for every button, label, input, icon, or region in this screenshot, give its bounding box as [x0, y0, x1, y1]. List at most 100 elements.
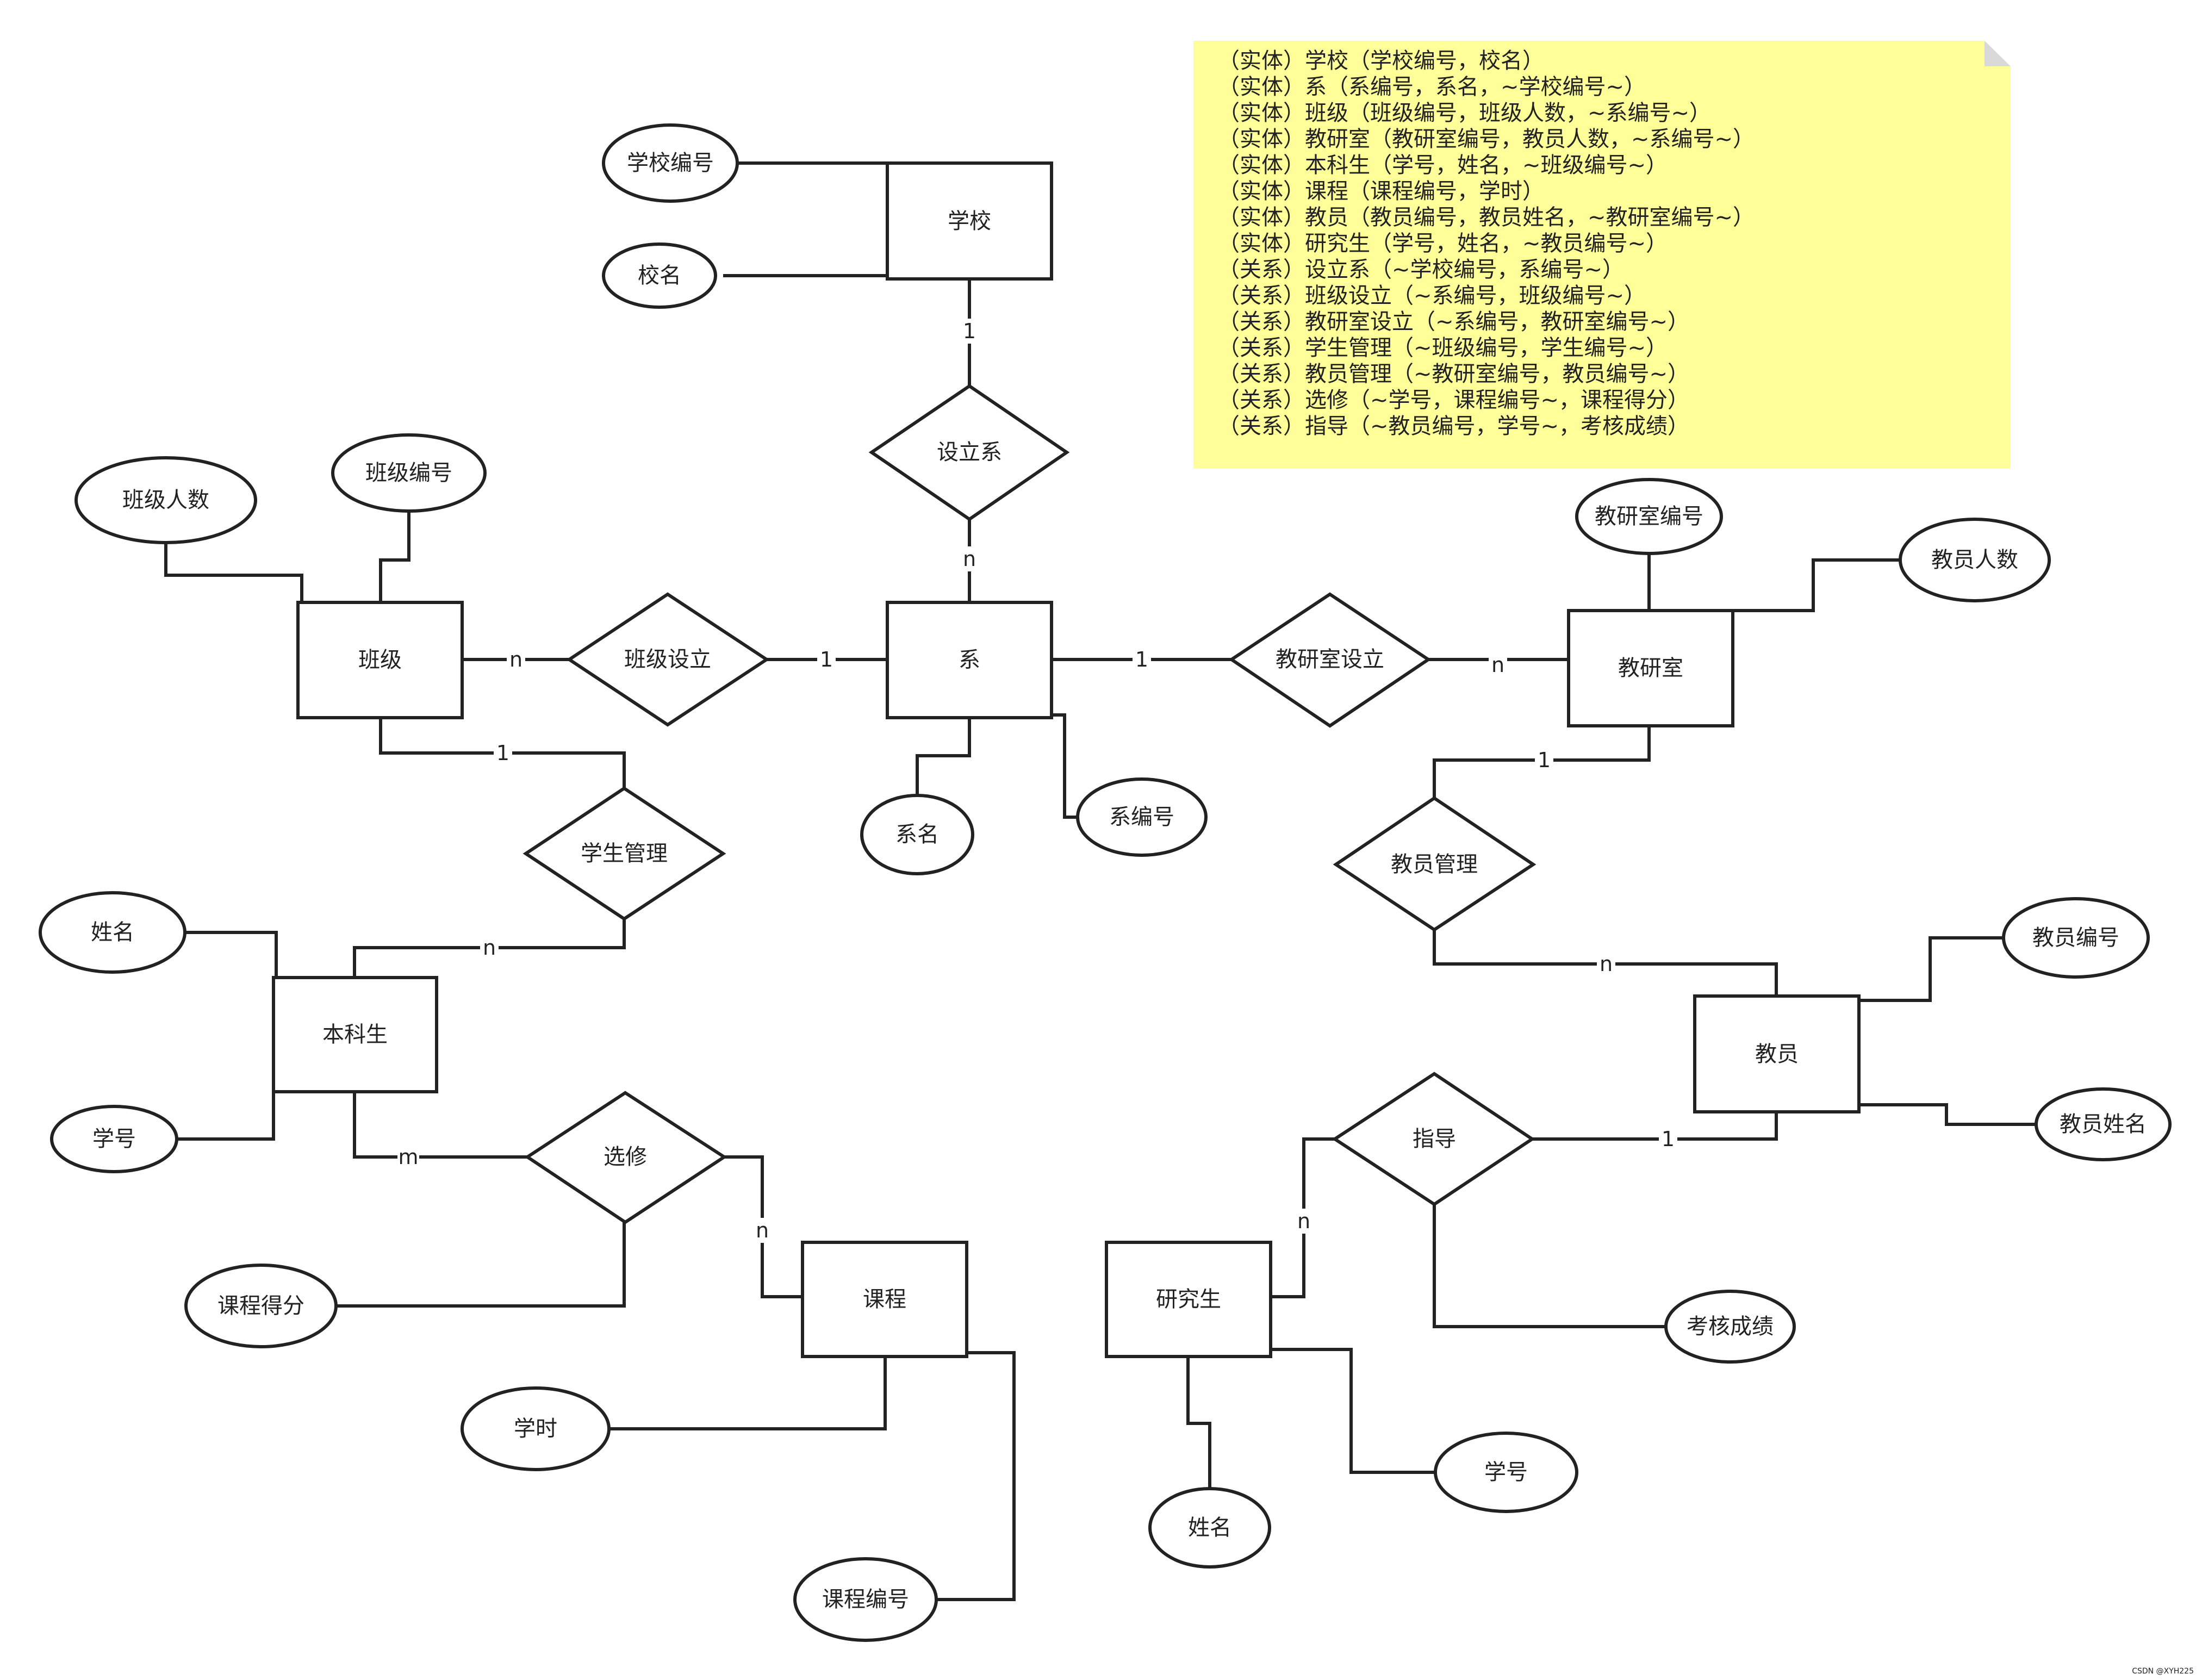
attribute-school-id-label: 学校编号	[627, 151, 714, 176]
connector-course-hours	[608, 1357, 887, 1430]
entity-class-label: 班级	[358, 648, 402, 673]
entity-department-label: 系	[959, 648, 980, 673]
attribute-teacher-name: 教员姓名	[2035, 1087, 2172, 1161]
connector-teacher-guidance	[1532, 1112, 1778, 1141]
entity-school: 学校	[886, 161, 1053, 281]
connector-grad-sid	[1271, 1348, 1435, 1474]
connector-dept-id	[1052, 713, 1078, 819]
relationship-elective-label: 选修	[604, 1144, 647, 1169]
relationship-elective: 选修	[524, 1091, 727, 1224]
note-line: （实体）系（系编号，系名，~学校编号~）	[1218, 74, 1646, 99]
connector-ug-name	[185, 931, 278, 978]
cardinality-setupoffice-office: n	[1491, 653, 1504, 677]
connector-ug-sid	[177, 1090, 275, 1141]
attribute-teacher-id: 教员编号	[2002, 897, 2150, 979]
connector-ug-elective	[353, 1093, 527, 1159]
note-background	[1193, 41, 2011, 469]
attribute-class-count: 班级人数	[74, 456, 257, 544]
entity-school-label: 学校	[948, 209, 991, 234]
cardinality-school-setup: 1	[963, 319, 976, 343]
note-line: （实体）教员（教员编号，教员姓名，~教研室编号~）	[1218, 205, 1755, 230]
relationships: 设立系 班级设立 教研室设立 学生管理 教员管理 选修 指导	[522, 384, 1537, 1224]
note-line: （关系）选修（~学号，课程编号~，课程得分）	[1218, 388, 1689, 413]
entity-teacher-label: 教员	[1755, 1042, 1799, 1067]
entity-teacher: 教员	[1693, 994, 1861, 1113]
attribute-class-count-label: 班级人数	[122, 488, 209, 513]
relationship-setup-office: 教研室设立	[1228, 592, 1432, 728]
entity-grad: 研究生	[1105, 1241, 1272, 1358]
attribute-school-id: 学校编号	[602, 123, 739, 203]
connector-dept-name	[916, 718, 971, 795]
entity-department: 系	[886, 601, 1053, 719]
cardinality-elective-course: n	[756, 1218, 769, 1242]
note-line: （关系）学生管理（~班级编号，学生编号~）	[1218, 335, 1668, 360]
relationship-setup-dept-label: 设立系	[937, 440, 1002, 465]
attribute-dept-id-label: 系编号	[1109, 805, 1174, 830]
attribute-ug-name: 姓名	[39, 891, 186, 974]
entity-office: 教研室	[1567, 609, 1734, 727]
attribute-dept-name-label: 系名	[895, 822, 939, 847]
connector-course-id	[935, 1351, 1016, 1601]
attribute-office-staff-count-label: 教员人数	[1931, 547, 2018, 573]
connector-grad-name	[1186, 1357, 1211, 1489]
note-line: （实体）学校（学校编号，校名）	[1218, 48, 1544, 73]
attribute-grad-name-label: 姓名	[1188, 1515, 1231, 1540]
cardinality-class-studentmgmt: 1	[496, 741, 509, 765]
note-line: （关系）指导（~教员编号，学号~，考核成绩）	[1218, 414, 1689, 439]
relationship-setup-class-label: 班级设立	[624, 647, 711, 672]
relationship-teacher-mgmt: 教员管理	[1333, 796, 1537, 932]
schema-note: （实体）学校（学校编号，校名） （实体）系（系编号，系名，~学校编号~） （实体…	[1193, 41, 2011, 469]
attribute-grad-name: 姓名	[1148, 1487, 1271, 1569]
note-line: （实体）班级（班级编号，班级人数，~系编号~）	[1218, 101, 1711, 126]
relationship-guidance: 指导	[1332, 1072, 1535, 1206]
entity-undergrad: 本科生	[272, 976, 438, 1093]
connector-class-id	[379, 506, 410, 602]
attributes: 学校编号 校名 班级人数 班级编号 系名 系编号 教研室编号 教员人数	[39, 123, 2172, 1642]
attribute-course-hours-label: 学时	[514, 1416, 557, 1441]
attribute-dept-name: 系名	[860, 794, 974, 875]
attribute-teacher-id-label: 教员编号	[2032, 925, 2119, 950]
attribute-course-grade-label: 课程得分	[217, 1293, 304, 1318]
cardinality-studentmgmt-ug: n	[483, 936, 496, 960]
connector-guidance-assess	[1433, 1204, 1666, 1328]
note-fold	[1985, 41, 2011, 66]
attribute-office-staff-count: 教员人数	[1899, 518, 2051, 602]
attribute-assess-grade-label: 考核成绩	[1687, 1314, 1774, 1339]
note-line: （关系）设立系（~学校编号，系编号~）	[1218, 257, 1624, 282]
note-line: （实体）研究生（学号，姓名，~教员编号~）	[1218, 231, 1668, 256]
attribute-class-id-label: 班级编号	[365, 461, 452, 486]
attribute-class-id: 班级编号	[331, 433, 487, 513]
connector-office-staffcount	[1732, 558, 1900, 612]
relationship-teacher-mgmt-label: 教员管理	[1391, 852, 1478, 877]
cardinality-teachermgmt-teacher: n	[1600, 952, 1613, 976]
relationship-setup-class: 班级设立	[566, 592, 770, 727]
attribute-office-id-label: 教研室编号	[1595, 504, 1703, 529]
connector-school-id	[737, 161, 889, 272]
attribute-course-id: 课程编号	[793, 1557, 938, 1642]
cardinality-guidance-teacher: 1	[1662, 1127, 1675, 1151]
attribute-ug-sid: 学号	[50, 1105, 178, 1173]
entities: 学校 系 班级 教研室 本科生 教员 课程 研究生	[272, 161, 1861, 1358]
attribute-office-id: 教研室编号	[1575, 478, 1723, 555]
cardinality-dept-setupoffice: 1	[1135, 648, 1148, 671]
relationship-setup-dept: 设立系	[868, 384, 1070, 521]
note-line: （实体）本科生（学号，姓名，~班级编号~）	[1218, 153, 1668, 178]
attribute-teacher-name-label: 教员姓名	[2060, 1112, 2147, 1137]
cardinality-class-setupclass: n	[509, 648, 522, 671]
relationship-guidance-label: 指导	[1413, 1127, 1456, 1152]
relationship-setup-office-label: 教研室设立	[1276, 647, 1384, 672]
attribute-grad-sid: 学号	[1434, 1432, 1578, 1513]
attribute-assess-grade: 考核成绩	[1664, 1290, 1796, 1364]
entity-class: 班级	[296, 601, 464, 719]
relationship-student-mgmt: 学生管理	[522, 786, 726, 921]
cardinality-ug-elective: m	[398, 1145, 418, 1169]
relationship-student-mgmt-label: 学生管理	[581, 841, 668, 866]
attribute-grad-sid-label: 学号	[1484, 1460, 1528, 1485]
note-line: （实体）课程（课程编号，学时）	[1218, 179, 1544, 204]
entity-office-label: 教研室	[1618, 656, 1683, 681]
note-text: （实体）学校（学校编号，校名） （实体）系（系编号，系名，~学校编号~） （实体…	[1218, 48, 1762, 439]
note-line: （关系）教研室设立（~系编号，教研室编号~）	[1218, 309, 1689, 334]
cardinality-office-teachermgmt: 1	[1538, 748, 1551, 772]
connector-elective-grade	[336, 1222, 626, 1308]
